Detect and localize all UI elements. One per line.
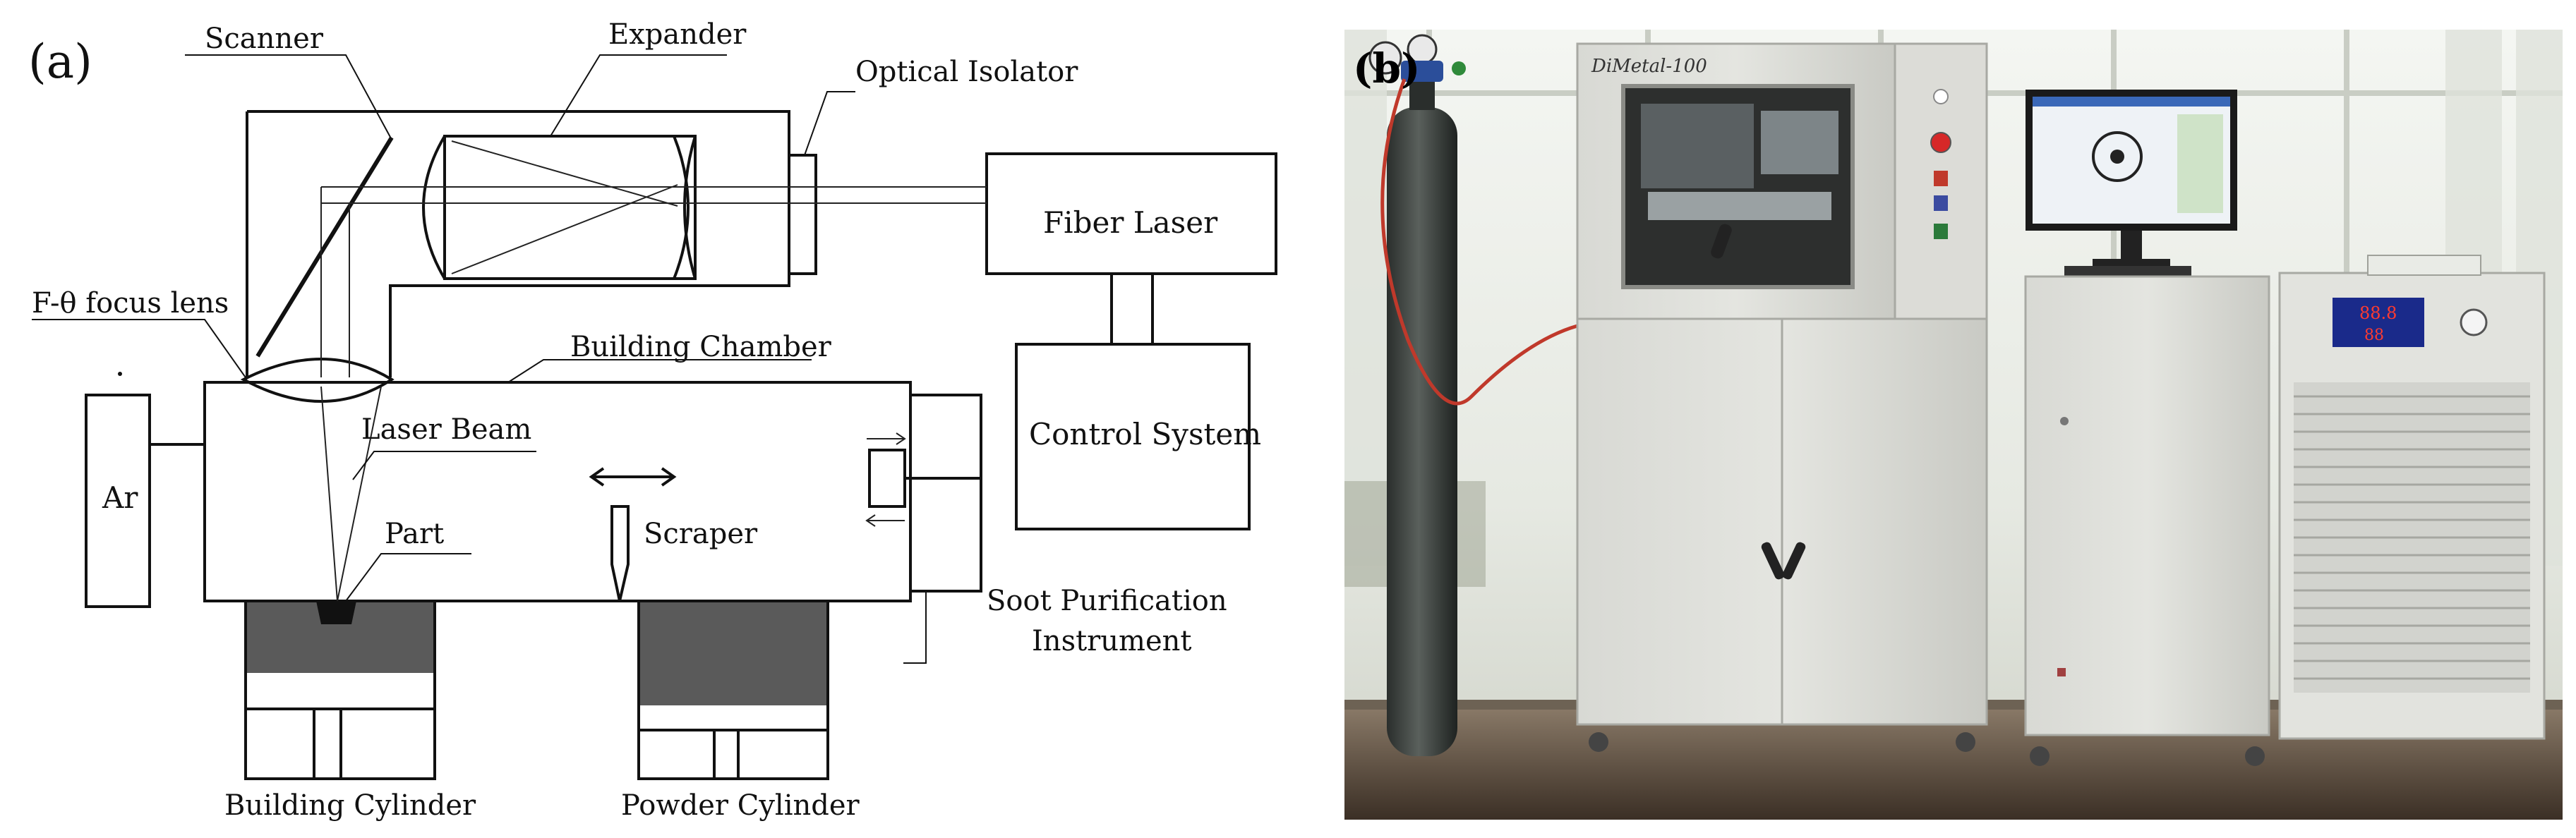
label-optical-isolator: Optical Isolator [855, 56, 1078, 88]
beam-housing-outline [247, 110, 790, 377]
cabinet-lock [2060, 417, 2069, 425]
ar-dot [118, 372, 122, 376]
powder-cylinder [637, 600, 829, 780]
chiller-display-top: 88.8 [2359, 303, 2397, 323]
powder-cylinder-powder [640, 602, 826, 705]
window-interior-2 [1761, 111, 1838, 174]
computer-cabinet [2024, 275, 2270, 766]
chiller-vent-slats [2294, 395, 2530, 680]
label-expander: Expander [608, 18, 747, 51]
chiller-gauge [2460, 308, 2488, 336]
expander-right-curve [683, 135, 697, 279]
soot-filter-block [868, 449, 906, 508]
leader-part [345, 553, 471, 602]
machine-wheel-2 [1956, 732, 1975, 752]
cabinet-handle-right [1782, 542, 1806, 580]
leader-laser-beam [352, 451, 536, 480]
scraper-motion-arrow [589, 467, 677, 487]
laser-control-connector [1110, 272, 1154, 346]
chiller-unit: 88.8 88 [2278, 255, 2546, 740]
machine-wheel-1 [1589, 732, 1608, 752]
soot-arrow-in [867, 432, 906, 445]
leader-expander [550, 54, 727, 137]
label-part: Part [385, 518, 444, 550]
red-gas-hose [1380, 78, 1578, 406]
control-system-box [1015, 343, 1251, 530]
computer-monitor [2026, 90, 2237, 277]
chiller-display-bottom: 88 [2364, 327, 2384, 344]
machine-name-label: DiMetal-100 [1591, 56, 1707, 77]
label-powder-cylinder: Powder Cylinder [621, 789, 860, 822]
leader-building-chamber [507, 359, 812, 383]
label-laser-beam: Laser Beam [361, 413, 531, 446]
schematic-svg: (a) Scanner Expander Optical Isolator Fi… [28, 18, 1277, 822]
label-scraper: Scraper [644, 518, 758, 550]
screen-side-panel [2177, 114, 2223, 213]
papers-on-chiller [2367, 255, 2481, 276]
window-interior-1 [1641, 104, 1754, 188]
optical-isolator [788, 154, 817, 275]
label-fiber-laser: Fiber Laser [1043, 205, 1218, 240]
cabinet-wheel-1 [2030, 746, 2050, 766]
screen-part-preview [2092, 131, 2143, 182]
expander-right-lens [673, 135, 690, 279]
expander-ray-2 [451, 184, 678, 274]
focus-ray-1 [320, 386, 338, 602]
label-ar: Ar [102, 480, 138, 515]
argon-gas-cylinder [1368, 34, 1466, 756]
screen-part-center [2110, 150, 2124, 164]
building-chamber-box [203, 381, 912, 602]
leader-optical-isolator [804, 91, 855, 156]
ar-box [85, 394, 151, 608]
expander-body [443, 135, 697, 280]
monitor-stand [2121, 231, 2142, 259]
pressure-gauge-1 [1368, 41, 1402, 75]
label-soot-line2: Instrument [1032, 625, 1191, 657]
leader-scanner [185, 54, 392, 140]
soot-instrument-outline [910, 394, 982, 593]
soot-arrow-out [865, 514, 905, 527]
label-building-chamber: Building Chamber [570, 331, 832, 363]
chiller-display-panel [2333, 298, 2424, 347]
regulator-body [1401, 61, 1443, 82]
cabinet-handle-left [1761, 542, 1785, 580]
label-f-theta: F-θ focus lens [32, 287, 229, 320]
part-shape [316, 601, 356, 624]
red-button-icon [1934, 171, 1948, 186]
green-button-icon [1934, 224, 1948, 239]
scanner-mirror [255, 136, 394, 358]
expander-ray-1 [451, 140, 678, 207]
blue-button-icon [1934, 195, 1948, 211]
schematic-panel: (a) Scanner Expander Optical Isolator Fi… [28, 18, 1277, 822]
leader-soot [903, 591, 927, 664]
indicator-light [1933, 89, 1949, 104]
monitor-base [2093, 259, 2170, 266]
equipment-photo-panel: DiMetal-100 88.8 [1344, 30, 2563, 820]
cabinet-label [2057, 668, 2066, 676]
keyboard [2064, 266, 2191, 277]
label-building-cylinder: Building Cylinder [224, 789, 476, 822]
focus-ray-2 [337, 386, 382, 602]
window-handle [1711, 224, 1732, 259]
dimetal-machine: DiMetal-100 [1576, 42, 1988, 752]
scraper-blade [610, 505, 630, 602]
label-soot-line1: Soot Purification [987, 585, 1227, 617]
panel-a-tag: (a) [28, 35, 92, 89]
emergency-stop-icon [1930, 132, 1951, 153]
window-interior-rail [1648, 192, 1831, 220]
leader-f-theta [32, 319, 248, 380]
label-control-system: Control System [1029, 417, 1261, 451]
expander-left-lens [422, 135, 446, 280]
cabinet-wheel-2 [2245, 746, 2265, 766]
panel-b-tag: (b) [1353, 44, 1420, 92]
equipment-photo-svg: DiMetal-100 88.8 [1344, 30, 2563, 820]
label-scanner: Scanner [205, 23, 324, 55]
screen-titlebar [2033, 97, 2230, 107]
regulator-knob [1452, 61, 1466, 75]
f-theta-lens [240, 358, 395, 403]
